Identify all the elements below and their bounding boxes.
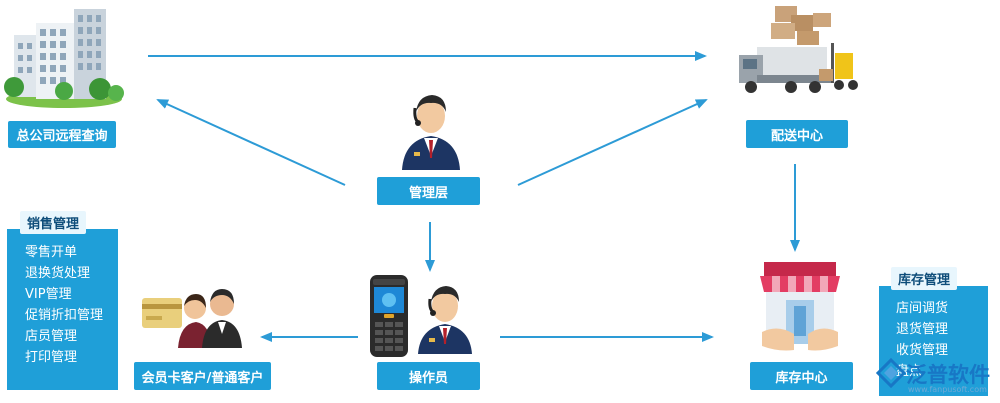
operator-label: 操作员 (377, 362, 480, 390)
inventory-management-panel: 库存管理 店间调货 退货管理 收货管理 盘点 (879, 267, 988, 396)
inventory-management-title: 库存管理 (891, 267, 958, 290)
office-building-icon (4, 9, 124, 108)
sales-management-title: 销售管理 (20, 211, 87, 234)
inventory-item-transfer: 店间调货 (896, 301, 949, 316)
manager-person-icon (402, 95, 460, 170)
storefront-icon (760, 262, 840, 351)
management-label: 管理层 (377, 177, 480, 205)
inventory-management-list: 店间调货 退货管理 收货管理 盘点 (896, 298, 948, 382)
inventory-item-receiving: 收货管理 (896, 343, 949, 358)
operator-person-icon (418, 286, 472, 354)
arrow-management-to-hq (156, 99, 346, 186)
watermark-brand: 泛普软件 (906, 363, 990, 387)
sales-item-retail-order: 零售开单 (25, 245, 78, 260)
sales-item-vip: VIP管理 (25, 287, 72, 302)
watermark-url: www.fanpusoft.com (908, 385, 987, 394)
sales-item-return-exchange: 退换货处理 (25, 266, 91, 281)
hq-remote-query-label: 总公司远程查询 (8, 121, 116, 148)
customers-label: 会员卡客户/普通客户 (134, 362, 271, 390)
inventory-center-label: 库存中心 (750, 362, 853, 390)
inventory-item-returns: 退货管理 (896, 322, 949, 337)
sales-item-staff: 店员管理 (25, 329, 78, 344)
sales-item-print: 打印管理 (25, 350, 78, 365)
sales-management-list: 零售开单 退换货处理 VIP管理 促销折扣管理 店员管理 打印管理 (25, 242, 103, 368)
delivery-truck-forklift-icon (739, 6, 858, 93)
fanpu-logo-icon (876, 358, 906, 388)
distribution-center-label: 配送中心 (746, 120, 848, 148)
customers-card-icon (142, 289, 242, 348)
sales-item-promotion: 促销折扣管理 (25, 308, 104, 323)
sales-management-panel: 销售管理 零售开单 退换货处理 VIP管理 促销折扣管理 店员管理 打印管理 (7, 211, 118, 390)
arrow-management-to-distribution (517, 99, 708, 186)
handheld-scanner-icon (370, 275, 408, 357)
